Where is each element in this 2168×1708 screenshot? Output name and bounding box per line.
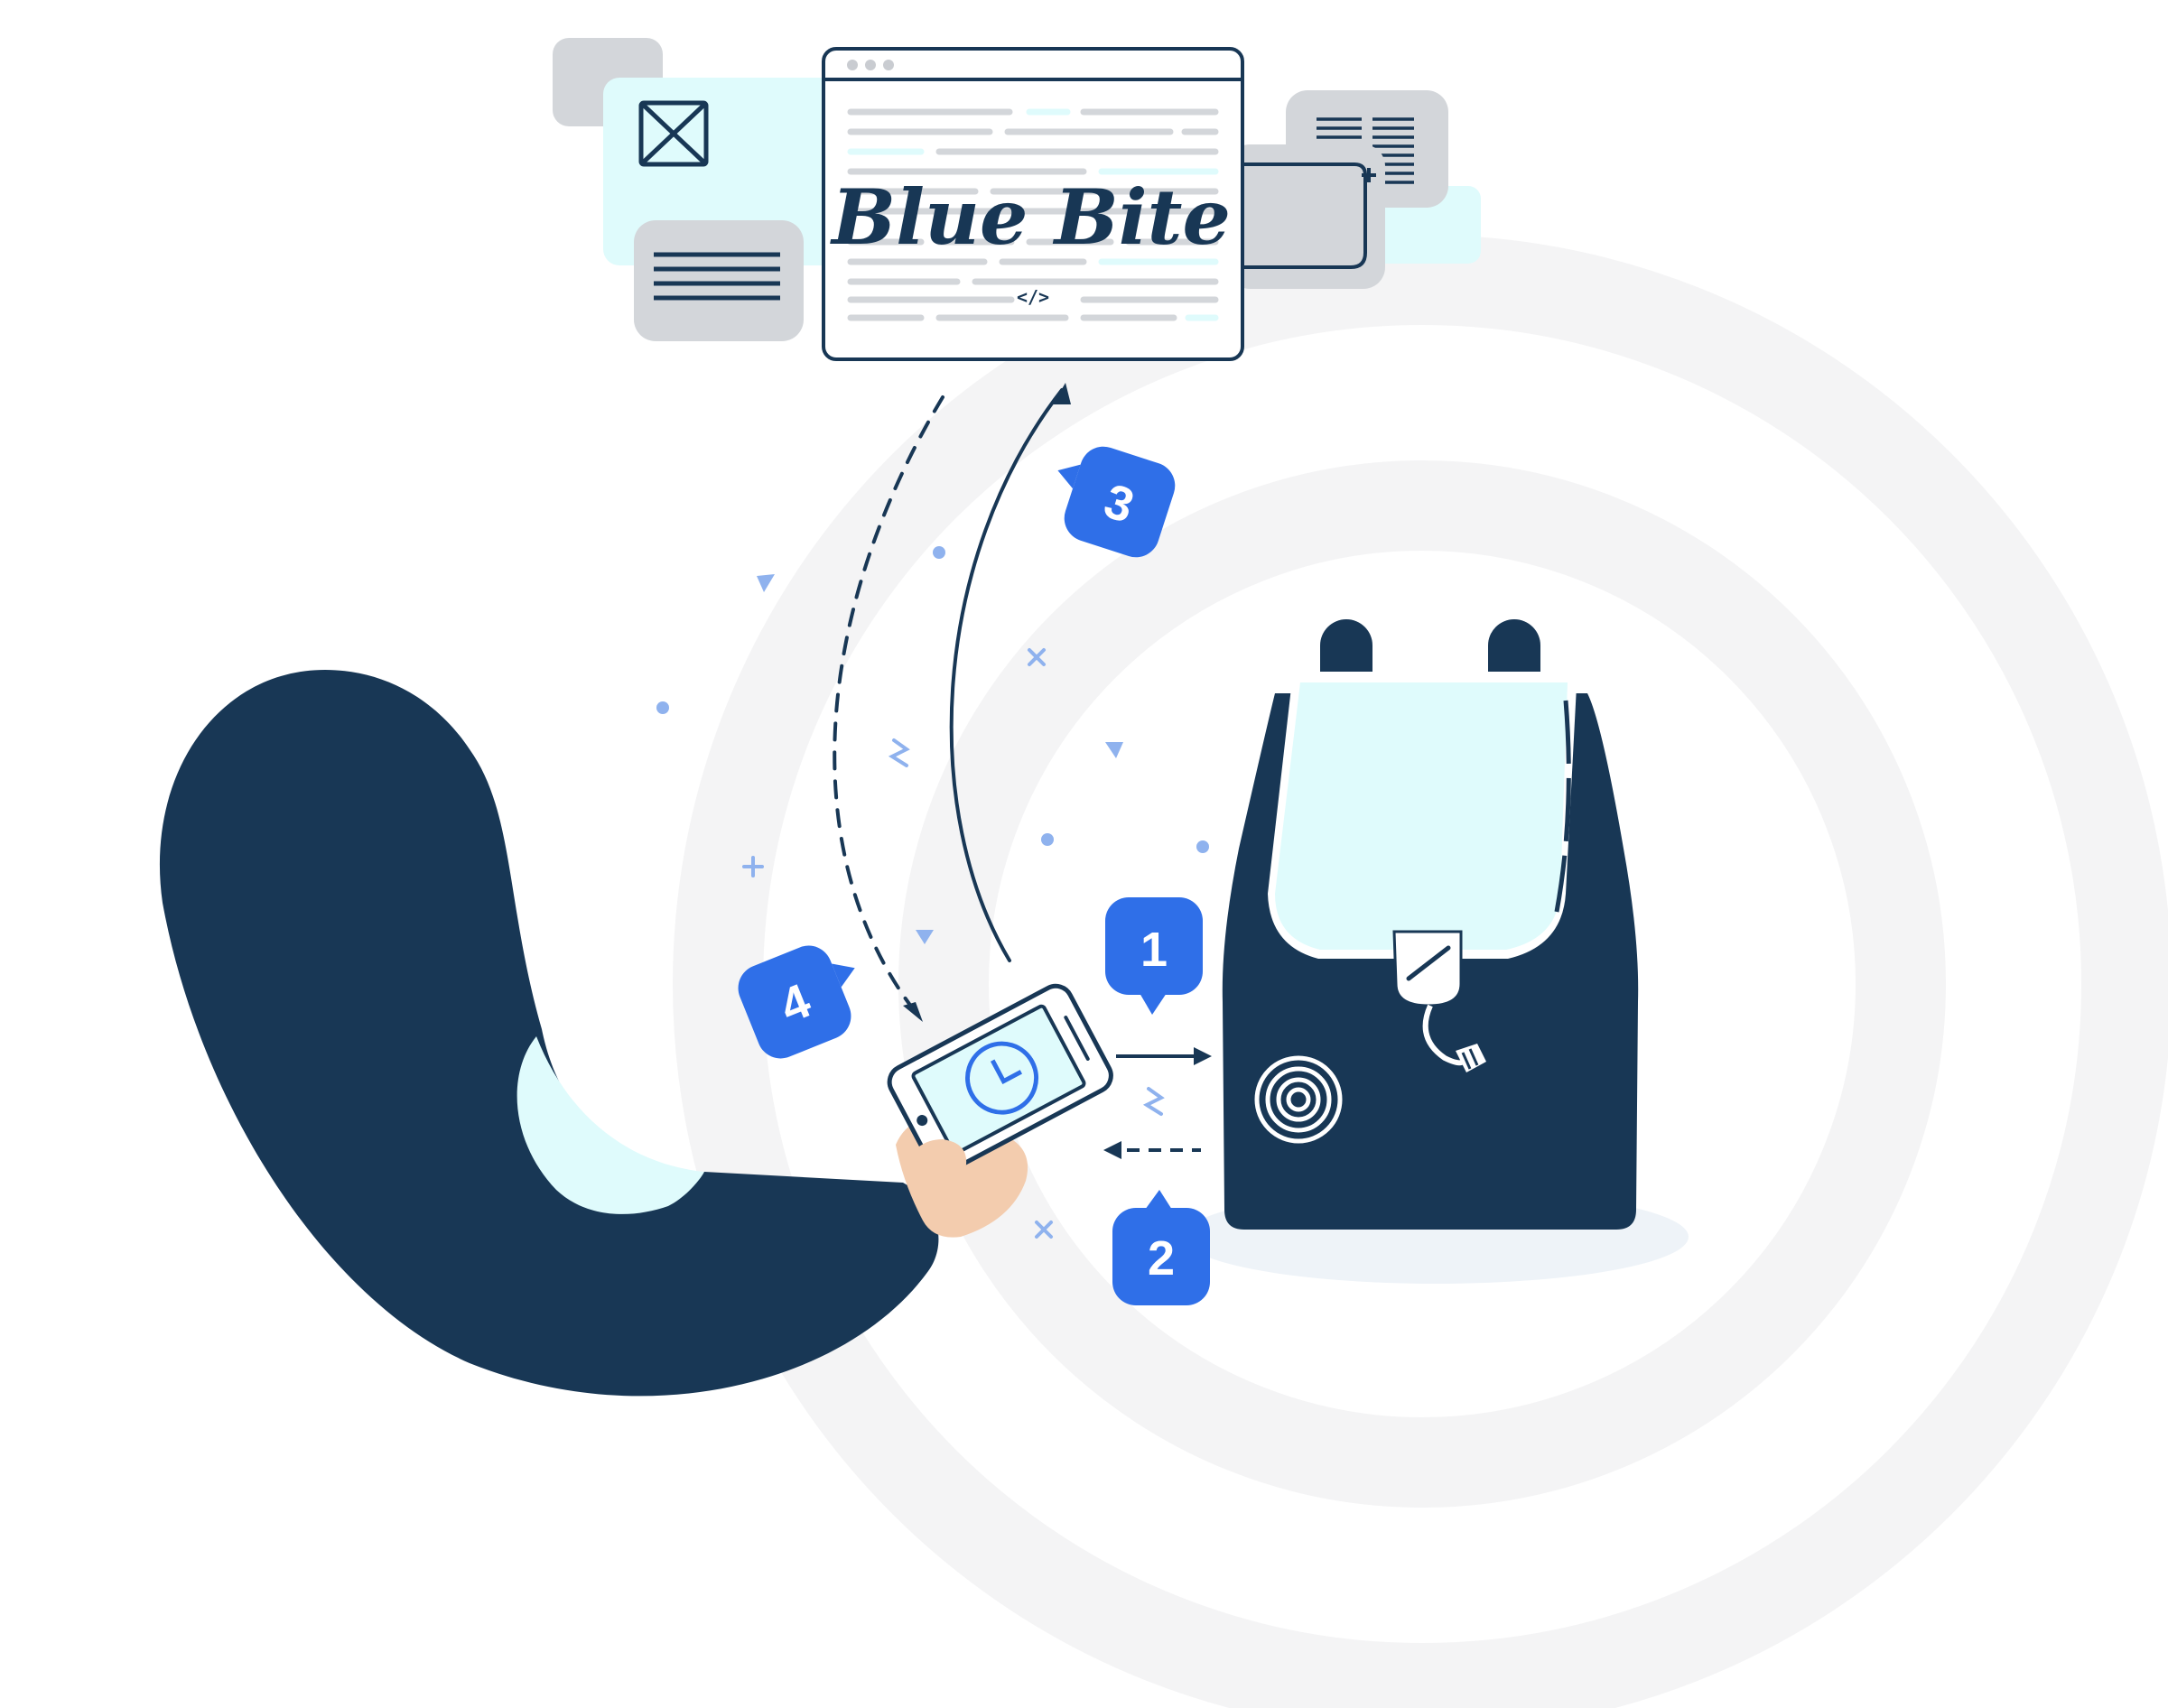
- arm-with-phone: [159, 670, 1113, 1397]
- step-badge-1: 1: [1105, 897, 1203, 1015]
- tap-arrowhead: [1194, 1047, 1212, 1065]
- nfc-tag-icon: [1254, 1055, 1343, 1144]
- dashed-arc-arrow: [833, 395, 944, 1016]
- step-badge-4: 4: [738, 945, 855, 1059]
- step-badge-3: 3: [1057, 446, 1176, 558]
- step-number-1: 1: [1140, 923, 1168, 977]
- browser-window-icon: Blue Bite </>: [822, 47, 1244, 361]
- step-badge-2: 2: [1112, 1190, 1210, 1305]
- dashed-arc-arrowhead: [903, 1002, 923, 1022]
- text-lines-icon: [654, 252, 780, 301]
- tap-phone-icon: [887, 983, 1113, 1174]
- content-cluster: Blue Bite </>: [553, 38, 1481, 361]
- clock-icon: [965, 1041, 1039, 1115]
- backpack: [1183, 619, 1689, 1284]
- solid-arc-arrow: [949, 388, 1064, 962]
- solid-arc-arrowhead: [1053, 383, 1071, 404]
- flow-arrows: [833, 383, 1212, 1159]
- sparkles: [656, 546, 1209, 1239]
- image-placeholder-icon: [638, 100, 709, 167]
- code-tag: </>: [1017, 286, 1049, 308]
- signal-rings: [673, 235, 2168, 1708]
- response-arrowhead: [1103, 1141, 1121, 1159]
- brand-logo: Blue Bite: [830, 172, 1231, 262]
- step-number-2: 2: [1148, 1231, 1175, 1286]
